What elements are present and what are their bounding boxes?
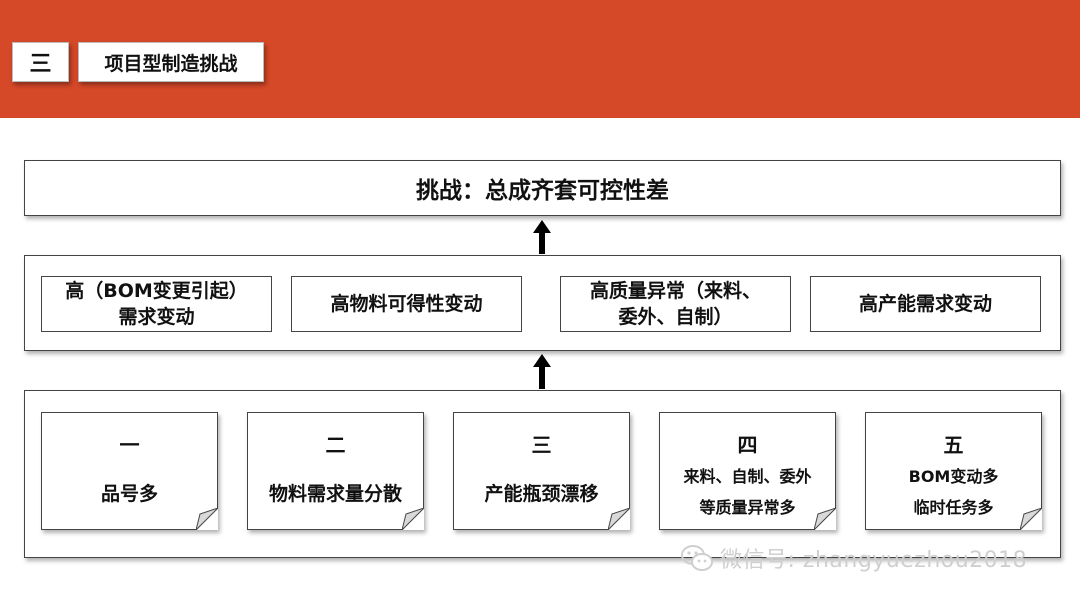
factor-line: 高物料可得性变动: [330, 293, 483, 315]
cause-line: 来料、自制、委外: [683, 467, 812, 486]
factor-line: 需求变动: [118, 306, 195, 328]
factor-line: 高质量异常（来料、: [589, 280, 761, 302]
section-title: 项目型制造挑战: [78, 42, 264, 82]
cause-line: 等质量异常多: [699, 498, 796, 517]
factor-line: 高（BOM变更引起）: [65, 280, 248, 302]
factor-box-bom-demand: 高（BOM变更引起） 需求变动: [41, 276, 272, 332]
factor-line: 委外、自制）: [618, 306, 733, 328]
factor-box-capacity: 高产能需求变动: [810, 276, 1041, 332]
factor-box-quality: 高质量异常（来料、 委外、自制）: [560, 276, 791, 332]
watermark-text: 微信号: zhangyuezhou2018: [720, 548, 1028, 573]
wechat-icon: [681, 545, 713, 571]
cause-line: BOM变动多: [908, 467, 999, 486]
cause-note-2: 二 物料需求量分散: [247, 412, 424, 530]
cause-number: 三: [531, 433, 552, 457]
cause-note-3: 三 产能瓶颈漂移: [453, 412, 630, 530]
cause-number: 二: [325, 433, 346, 457]
causes-panel: 一 品号多 二 物料需求量分散 三 产能瓶颈漂移 四 来料、自制、委外: [24, 390, 1061, 558]
cause-line: 临时任务多: [913, 498, 994, 517]
cause-note-5: 五 BOM变动多 临时任务多: [865, 412, 1042, 530]
page-fold-icon: [196, 508, 218, 530]
page-fold-icon: [402, 508, 424, 530]
cause-note-1: 一 品号多: [41, 412, 218, 530]
challenge-box: 挑战：总成齐套可控性差: [24, 160, 1061, 216]
factors-panel: 高（BOM变更引起） 需求变动 高物料可得性变动 高质量异常（来料、 委外、自制…: [24, 255, 1061, 351]
section-number: 三: [12, 42, 69, 82]
cause-line: 品号多: [100, 482, 158, 505]
cause-number: 四: [737, 433, 758, 457]
cause-number: 一: [119, 433, 140, 457]
up-arrow-icon: [533, 354, 551, 389]
cause-line: 产能瓶颈漂移: [484, 482, 599, 505]
cause-line: 物料需求量分散: [268, 482, 402, 505]
watermark: 微信号: zhangyuezhou2018: [680, 540, 1027, 576]
factor-line: 高产能需求变动: [858, 293, 992, 315]
cause-note-4: 四 来料、自制、委外 等质量异常多: [659, 412, 836, 530]
factor-box-material: 高物料可得性变动: [291, 276, 522, 332]
cause-number: 五: [943, 433, 964, 457]
page-fold-icon: [608, 508, 630, 530]
up-arrow-icon: [533, 220, 551, 254]
page-fold-icon: [814, 508, 836, 530]
page-fold-icon: [1020, 508, 1042, 530]
